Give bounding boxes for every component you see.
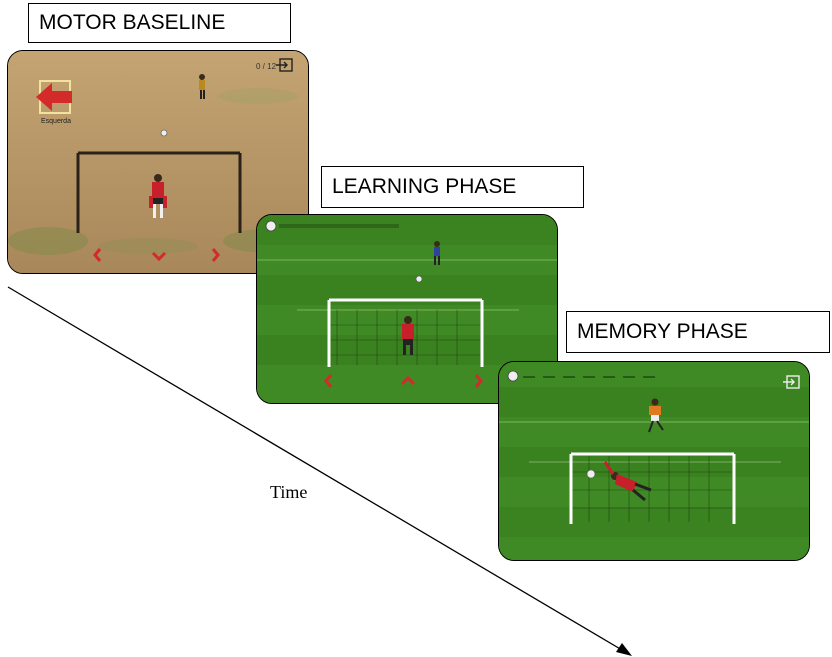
learning-phase-label: LEARNING PHASE	[321, 166, 584, 208]
progress-bar	[279, 224, 399, 228]
goal	[327, 298, 484, 367]
exit-icon[interactable]	[276, 58, 293, 72]
ball-icon	[586, 469, 596, 479]
chevron-right-icon[interactable]	[211, 248, 220, 262]
ball-icon	[415, 275, 423, 283]
trial-counter: 0 / 12	[256, 62, 277, 71]
chevron-left-icon[interactable]	[93, 248, 102, 262]
chevron-up-icon[interactable]	[400, 375, 416, 386]
chevron-right-icon[interactable]	[474, 374, 483, 388]
goalkeeper-figure	[603, 461, 652, 502]
memory-phase-screen	[498, 361, 810, 561]
ball-icon	[265, 220, 277, 232]
memory-phase-label: MEMORY PHASE	[566, 311, 830, 353]
grass-field-scene	[499, 362, 809, 560]
kicker-figure	[199, 74, 205, 99]
ball-icon	[507, 370, 519, 382]
motor-baseline-label: MOTOR BASELINE	[28, 3, 291, 43]
exit-icon[interactable]	[783, 375, 800, 389]
goalkeeper-figure	[402, 316, 414, 355]
goal	[569, 452, 736, 524]
chevron-down-icon[interactable]	[151, 251, 167, 262]
kicker-figure	[434, 241, 440, 265]
dirt-field-scene	[8, 51, 308, 273]
kicker-figure	[648, 398, 664, 433]
direction-text: Esquerda	[41, 118, 71, 125]
ball-icon	[160, 129, 168, 137]
goal	[76, 151, 242, 233]
left-arrow-icon	[36, 80, 72, 114]
goalkeeper-figure	[149, 174, 167, 218]
chevron-left-icon[interactable]	[324, 374, 333, 388]
time-axis-label: Time	[270, 482, 308, 502]
